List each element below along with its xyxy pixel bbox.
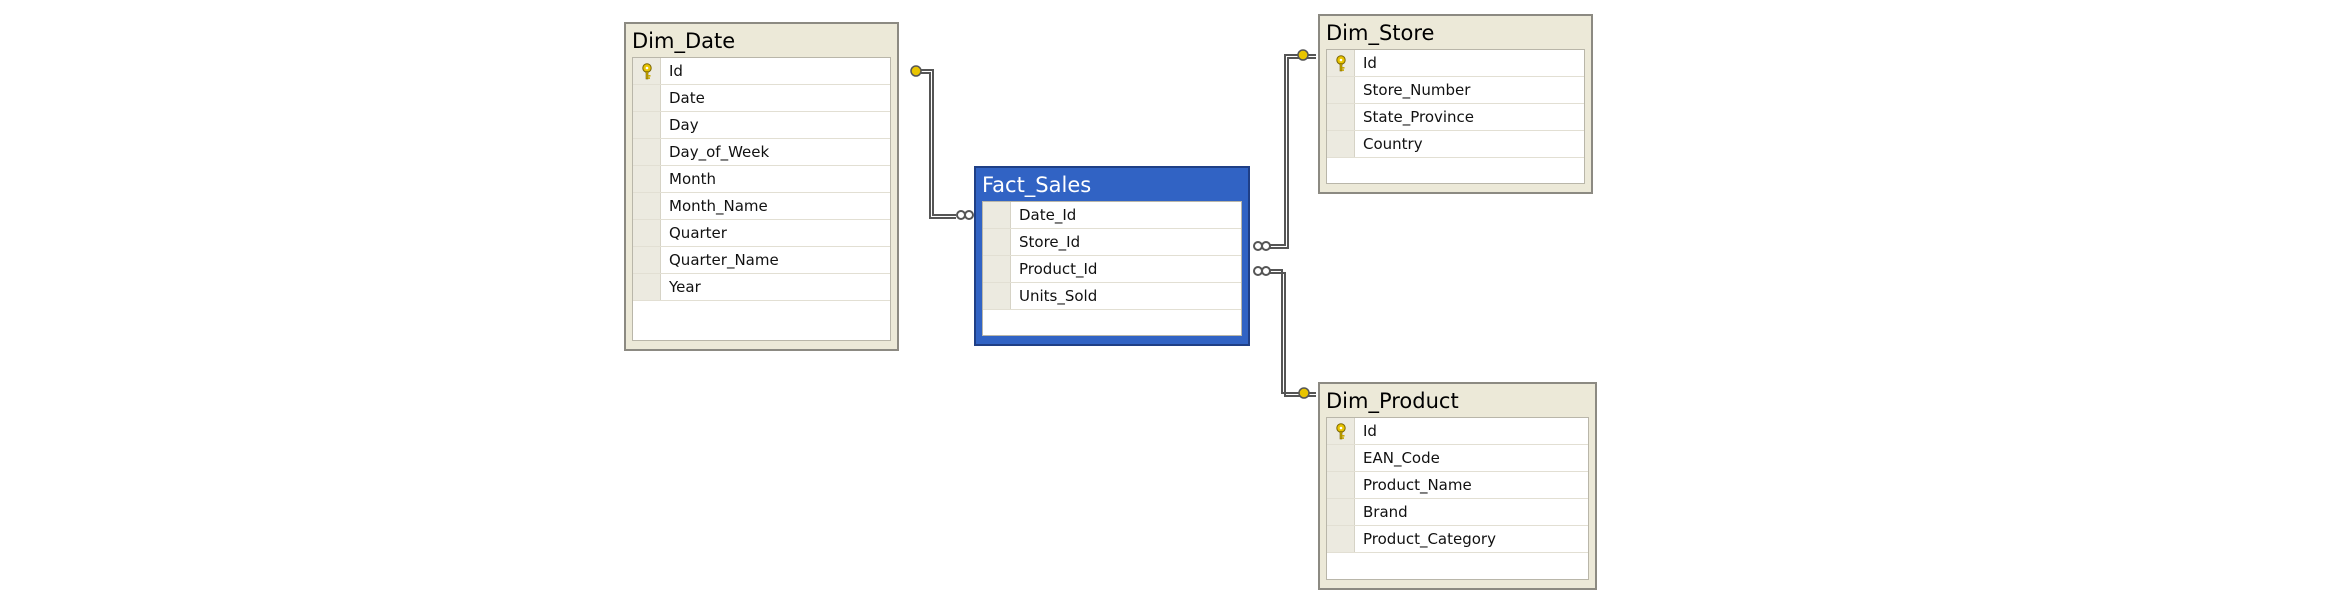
column-row[interactable]: Country: [1327, 131, 1584, 158]
row-selector[interactable]: [1327, 445, 1355, 471]
column-name: Date: [669, 89, 705, 107]
column-row[interactable]: Product_Category: [1327, 526, 1588, 553]
table-title: Fact_Sales: [982, 173, 1092, 197]
column-row[interactable]: Store_Number: [1327, 77, 1584, 104]
row-selector[interactable]: [1327, 77, 1355, 103]
row-selector[interactable]: [1327, 472, 1355, 498]
column-row[interactable]: Id: [633, 58, 890, 85]
column-name: Country: [1363, 135, 1423, 153]
key-end-icon: [1298, 387, 1310, 399]
column-name: Id: [669, 62, 683, 80]
column-row[interactable]: Date_Id: [983, 202, 1241, 229]
column-name: Brand: [1363, 503, 1408, 521]
column-name: Quarter: [669, 224, 727, 242]
column-name: Id: [1363, 54, 1377, 72]
column-name: Month: [669, 170, 717, 188]
table-title: Dim_Store: [1326, 21, 1435, 45]
row-selector[interactable]: [633, 139, 661, 165]
key-icon: [642, 63, 652, 80]
column-row[interactable]: State_Province: [1327, 104, 1584, 131]
column-name: EAN_Code: [1363, 449, 1440, 467]
row-selector[interactable]: [633, 193, 661, 219]
column-name: Day: [669, 116, 699, 134]
column-row[interactable]: Id: [1327, 418, 1588, 445]
column-name: Product_Name: [1363, 476, 1472, 494]
key-icon: [1336, 55, 1346, 72]
column-row[interactable]: Day: [633, 112, 890, 139]
column-row[interactable]: Quarter: [633, 220, 890, 247]
relationship-fact-store: [1253, 49, 1316, 251]
row-selector[interactable]: [633, 112, 661, 138]
column-row[interactable]: Day_of_Week: [633, 139, 890, 166]
row-selector[interactable]: [1327, 104, 1355, 130]
column-name: Id: [1363, 422, 1377, 440]
infinity-icon: [1253, 266, 1271, 276]
row-selector[interactable]: [633, 247, 661, 273]
column-name: Store_Id: [1019, 233, 1081, 251]
infinity-icon: [956, 210, 974, 220]
row-selector[interactable]: [633, 85, 661, 111]
row-selector[interactable]: [633, 274, 661, 300]
column-row[interactable]: Units_Sold: [983, 283, 1241, 310]
column-name: Quarter_Name: [669, 251, 779, 269]
row-selector[interactable]: [1327, 499, 1355, 525]
row-selector[interactable]: [1327, 526, 1355, 552]
row-selector[interactable]: [983, 283, 1011, 309]
row-selector[interactable]: [983, 256, 1011, 282]
key-end-icon: [1297, 49, 1309, 61]
column-row[interactable]: EAN_Code: [1327, 445, 1588, 472]
relationship-date-fact: [910, 65, 974, 220]
relationship-fact-product: [1253, 266, 1316, 399]
column-row[interactable]: Year: [633, 274, 890, 301]
column-name: Product_Id: [1019, 260, 1098, 278]
column-name: State_Province: [1363, 108, 1475, 126]
column-row[interactable]: Date: [633, 85, 890, 112]
row-selector[interactable]: [983, 229, 1011, 255]
row-selector[interactable]: [633, 220, 661, 246]
column-name: Store_Number: [1363, 81, 1471, 99]
row-selector[interactable]: [1327, 131, 1355, 157]
column-name: Product_Category: [1363, 530, 1496, 548]
row-selector[interactable]: [633, 166, 661, 192]
row-selector[interactable]: [983, 202, 1011, 228]
column-name: Day_of_Week: [669, 143, 770, 161]
column-name: Date_Id: [1019, 206, 1077, 224]
table-title: Dim_Date: [632, 29, 736, 53]
column-row[interactable]: Product_Id: [983, 256, 1241, 283]
column-row[interactable]: Store_Id: [983, 229, 1241, 256]
key-end-icon: [910, 65, 922, 77]
column-name: Year: [669, 278, 701, 296]
column-row[interactable]: Quarter_Name: [633, 247, 890, 274]
column-row[interactable]: Id: [1327, 50, 1584, 77]
column-row[interactable]: Month: [633, 166, 890, 193]
column-row[interactable]: Month_Name: [633, 193, 890, 220]
column-row[interactable]: Product_Name: [1327, 472, 1588, 499]
column-name: Units_Sold: [1019, 287, 1098, 305]
table-title: Dim_Product: [1326, 389, 1459, 413]
column-row[interactable]: Brand: [1327, 499, 1588, 526]
key-icon: [1336, 423, 1346, 440]
column-name: Month_Name: [669, 197, 768, 215]
infinity-icon: [1253, 241, 1271, 251]
